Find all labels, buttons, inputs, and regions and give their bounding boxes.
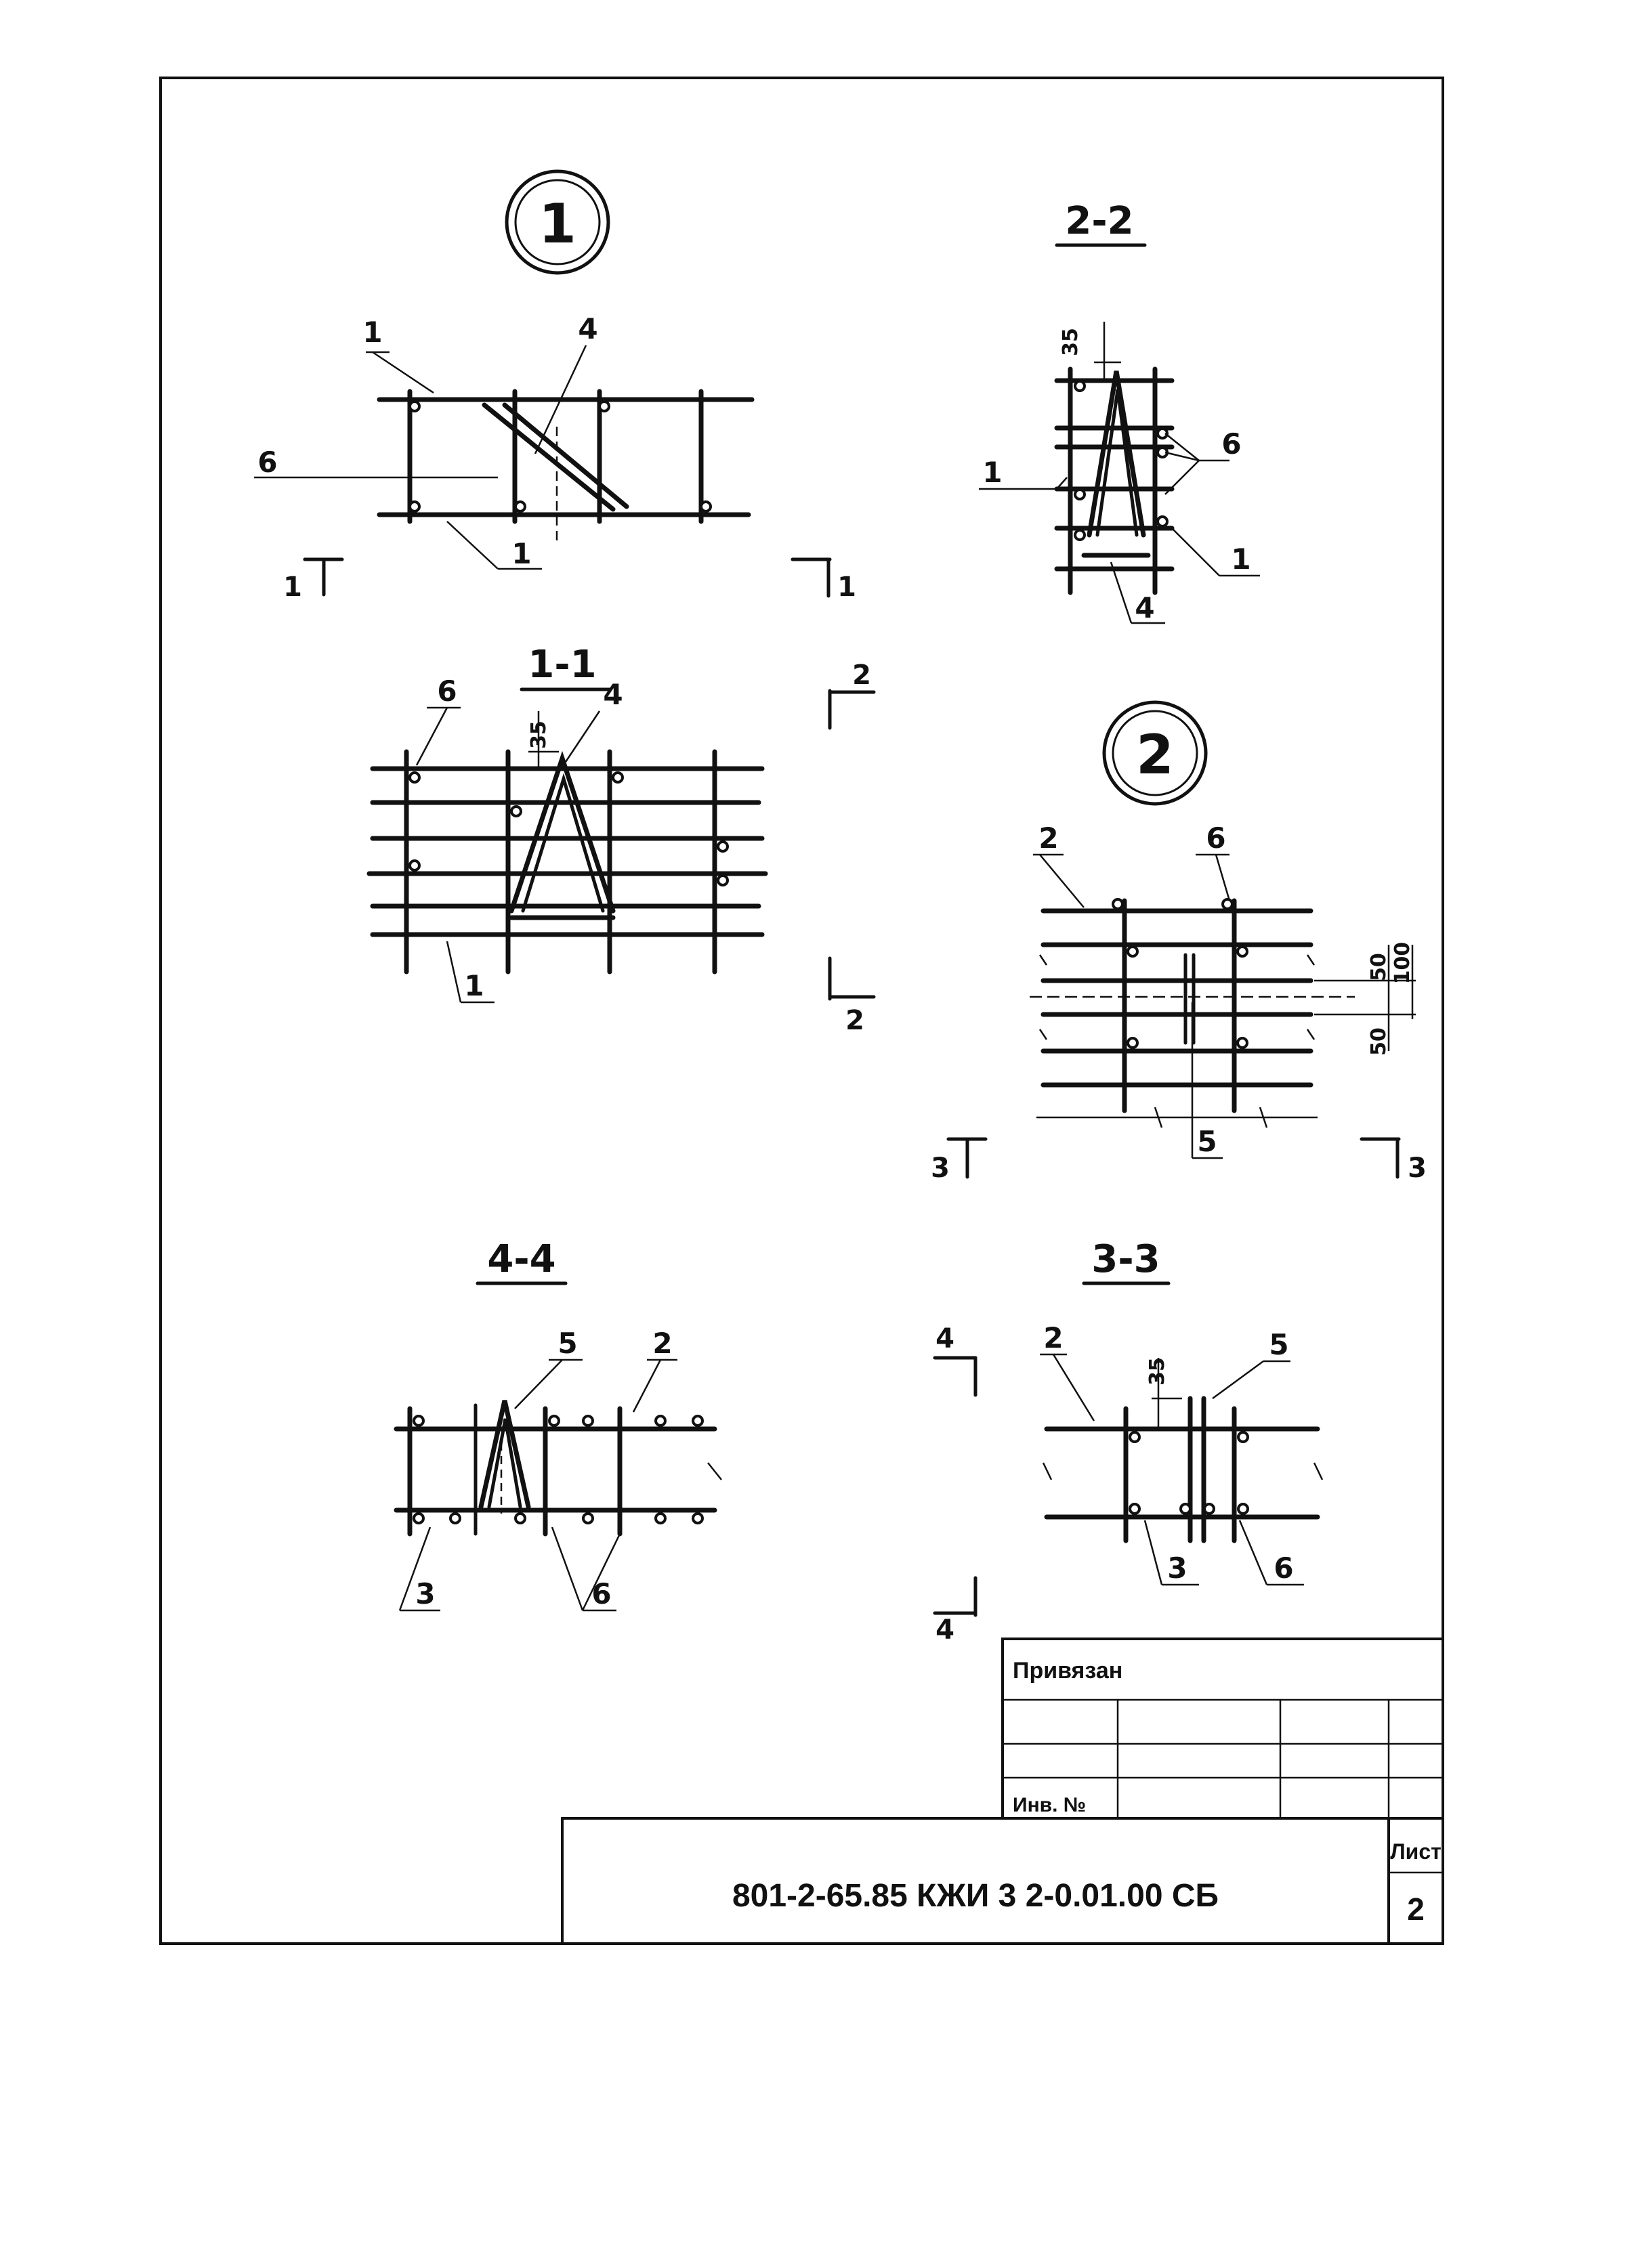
d2-dim-50-top: 50 — [1367, 953, 1391, 981]
s22-pos-6: 6 — [1221, 427, 1241, 461]
s22-dim-35: 35 — [1059, 328, 1082, 356]
svg-text:3-3: 3-3 — [1091, 1237, 1160, 1281]
cut-2-top: 2 — [828, 660, 876, 730]
cut-4-top: 4 — [933, 1323, 977, 1397]
title-block-designation: 801-2-65.85 КЖИ 3 2-0.01.00 СБ — [732, 1878, 1219, 1914]
title-block-bound: Привязан — [1013, 1658, 1122, 1684]
cut-4-bottom: 4 — [933, 1576, 977, 1646]
section-4-4-title: 4-4 — [476, 1237, 568, 1285]
title-block-inv-no: Инв. № — [1013, 1794, 1086, 1816]
sheet-frame — [159, 77, 1444, 1945]
detail-2-drawing — [1030, 853, 1416, 1159]
d1-pos-4: 4 — [578, 312, 597, 345]
title-block — [561, 1638, 1444, 1945]
d2-pos-6: 6 — [1206, 821, 1225, 855]
detail-2-number: 2 — [1136, 723, 1174, 786]
detail-1-marker: 1 — [505, 169, 610, 275]
detail-2-marker: 2 — [1102, 700, 1208, 806]
s11-dim-35: 35 — [527, 721, 551, 749]
section-2-2-title: 2-2 — [1055, 199, 1147, 247]
s33-dim-35: 35 — [1145, 1357, 1169, 1386]
detail-1-number: 1 — [539, 192, 576, 255]
svg-text:1-1: 1-1 — [528, 643, 596, 687]
s11-pos-6: 6 — [437, 675, 457, 708]
svg-text:3: 3 — [931, 1153, 950, 1184]
s44-pos-3: 3 — [415, 1577, 435, 1610]
cut-2-bottom: 2 — [828, 956, 876, 1036]
title-block-sheet-label: Лист — [1390, 1839, 1442, 1864]
s33-pos-2: 2 — [1043, 1321, 1063, 1354]
s11-pos-1: 1 — [464, 969, 484, 1002]
cut-1-left: 1 — [283, 557, 344, 603]
s22-pos-1-left: 1 — [982, 456, 1002, 489]
d2-dim-100: 100 — [1391, 942, 1414, 985]
section-3-3-title: 3-3 — [1082, 1237, 1171, 1285]
svg-text:1: 1 — [837, 572, 856, 603]
s22-pos-1-right: 1 — [1231, 542, 1250, 576]
s33-pos-5: 5 — [1269, 1328, 1288, 1361]
s22-pos-4: 4 — [1135, 591, 1154, 624]
section-1-1-title: 1-1 — [520, 643, 612, 691]
svg-text:1: 1 — [283, 572, 302, 603]
s44-pos-6: 6 — [591, 1577, 611, 1610]
section-1-1-drawing — [366, 706, 768, 1004]
svg-text:4: 4 — [935, 1614, 954, 1646]
d1-pos-1-top: 1 — [362, 316, 382, 349]
title-block-sheet-number: 2 — [1407, 1891, 1425, 1927]
svg-text:2-2: 2-2 — [1065, 199, 1133, 243]
d2-pos-5: 5 — [1197, 1125, 1217, 1158]
section-2-2-drawing — [979, 322, 1260, 624]
svg-text:4-4: 4-4 — [487, 1237, 555, 1281]
svg-text:2: 2 — [845, 1005, 864, 1036]
s11-pos-4: 4 — [603, 678, 623, 711]
cut-3-left: 3 — [931, 1137, 988, 1184]
d1-pos-1-bottom: 1 — [511, 537, 531, 570]
s44-pos-2: 2 — [652, 1327, 672, 1360]
cut-1-right: 1 — [791, 557, 856, 603]
svg-text:2: 2 — [852, 660, 871, 691]
detail-1-drawing — [254, 345, 755, 570]
section-3-3-drawing — [1040, 1353, 1324, 1586]
s33-pos-3: 3 — [1167, 1552, 1187, 1585]
section-4-4-drawing — [394, 1358, 722, 1612]
d2-pos-2: 2 — [1038, 821, 1058, 855]
d2-dim-50-bottom: 50 — [1367, 1027, 1391, 1056]
s44-pos-5: 5 — [558, 1327, 577, 1360]
s33-pos-6: 6 — [1274, 1552, 1293, 1585]
cut-3-right: 3 — [1360, 1137, 1427, 1184]
svg-text:3: 3 — [1408, 1153, 1427, 1184]
d1-pos-6: 6 — [257, 446, 277, 479]
svg-text:4: 4 — [935, 1323, 954, 1354]
